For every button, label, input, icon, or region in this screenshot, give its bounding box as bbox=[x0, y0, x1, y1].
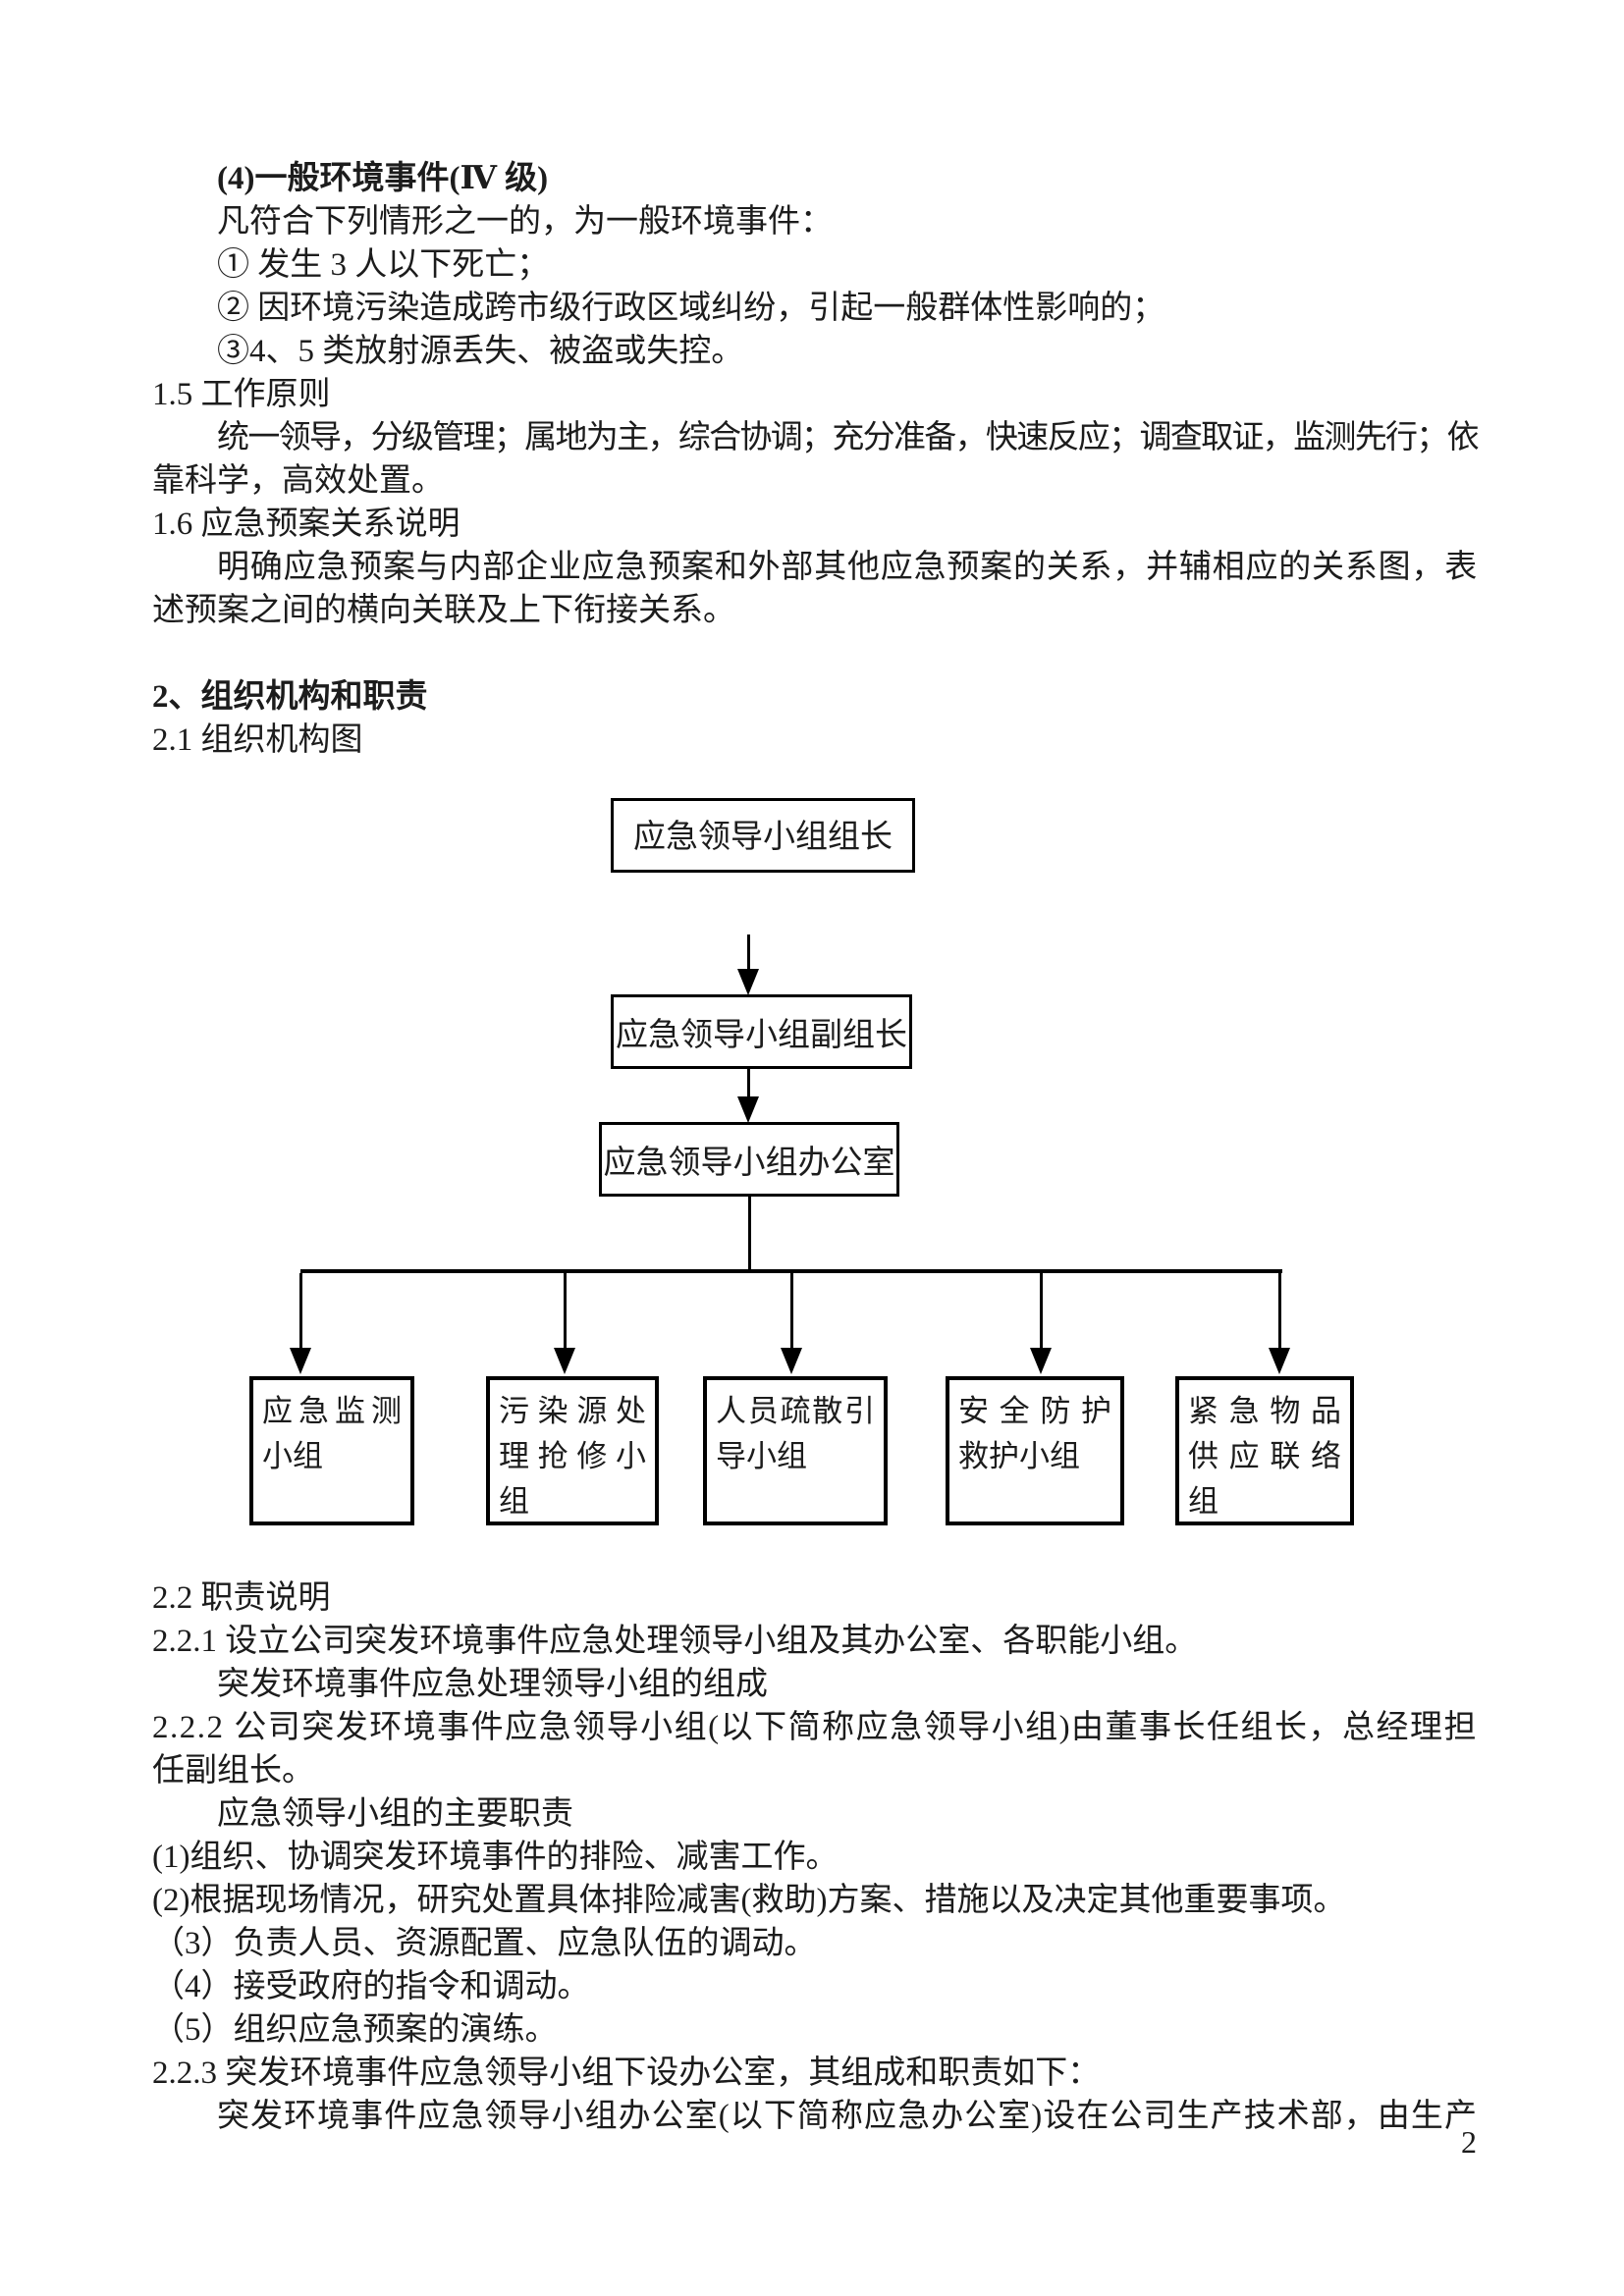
text-line: 突发环境事件应急处理领导小组的组成 bbox=[152, 1663, 1478, 1706]
text-line: (4)一般环境事件(Ⅳ 级) bbox=[152, 157, 1478, 200]
text-line-content: 突发环境事件应急领导小组办公室(以下简称应急办公室)设在公司生产技术部，由生产 bbox=[217, 2099, 1478, 2134]
text-line: （3）负责人员、资源配置、应急队伍的调动。 bbox=[152, 1922, 1478, 1965]
text-line-content: 明确应急预案与内部企业应急预案和外部其他应急预案的关系，并辅相应的关系图，表 bbox=[217, 550, 1478, 585]
text-line-content: 2.2.1 设立公司突发环境事件应急处理领导小组及其办公室、各职能小组。 bbox=[152, 1624, 1198, 1659]
org-box-monitoring-team: 应急监测小组 bbox=[249, 1376, 414, 1525]
text-line-content: 靠科学，高效处置。 bbox=[152, 463, 444, 499]
text-line: 2.1 组织机构图 bbox=[152, 719, 1478, 762]
org-box-leader: 应急领导小组组长 bbox=[611, 798, 915, 873]
text-line-content: 2.2.3 突发环境事件应急领导小组下设办公室，其组成和职责如下： bbox=[152, 2056, 1101, 2091]
connector-line-vertical bbox=[1278, 1273, 1281, 1348]
text-line-content: 2、组织机构和职责 bbox=[152, 679, 428, 715]
text-line: 2、组织机构和职责 bbox=[152, 675, 1478, 719]
text-line: 凡符合下列情形之一的，为一般环境事件： bbox=[152, 200, 1478, 243]
org-box-label-line: 应急监测 bbox=[262, 1394, 402, 1428]
text-line-content: (4)一般环境事件(Ⅳ 级) bbox=[217, 161, 549, 196]
text-block-bottom: 2.2 职责说明 2.2.1 设立公司突发环境事件应急处理领导小组及其办公室、各… bbox=[152, 1576, 1478, 2138]
org-box-leader-label: 应急领导小组组长 bbox=[633, 820, 893, 855]
text-line: 统一领导，分级管理；属地为主，综合协调；充分准备，快速反应；调查取证，监测先行；… bbox=[152, 416, 1480, 459]
text-line: 2.2.3 突发环境事件应急领导小组下设办公室，其组成和职责如下： bbox=[152, 2052, 1478, 2095]
arrow-down-icon bbox=[290, 1348, 311, 1374]
text-line-content: (1)组织、协调突发环境事件的排险、减害工作。 bbox=[152, 1840, 839, 1875]
text-line: 应急领导小组的主要职责 bbox=[152, 1792, 1478, 1836]
text-line-content: 任副组长。 bbox=[152, 1753, 314, 1789]
arrow-down-icon bbox=[737, 1096, 759, 1123]
text-line-content: （5）组织应急预案的演练。 bbox=[152, 2012, 558, 2048]
arrow-down-icon bbox=[737, 969, 759, 995]
text-line: (1)组织、协调突发环境事件的排险、减害工作。 bbox=[152, 1836, 1478, 1879]
text-line: 述预案之间的横向关联及上下衔接关系。 bbox=[152, 589, 1478, 632]
org-box-label-line: 导小组 bbox=[716, 1439, 807, 1473]
org-box-label-line: 紧急物品 bbox=[1188, 1394, 1341, 1428]
text-line: （5）组织应急预案的演练。 bbox=[152, 2008, 1478, 2052]
text-line bbox=[152, 632, 1478, 675]
connector-line-vertical bbox=[790, 1273, 793, 1348]
connector-line-vertical bbox=[747, 1069, 750, 1100]
text-line-content: （3）负责人员、资源配置、应急队伍的调动。 bbox=[152, 1926, 817, 1961]
org-box-label-line: 供应联络 bbox=[1188, 1439, 1341, 1473]
connector-line-vertical bbox=[564, 1273, 567, 1348]
org-box-office: 应急领导小组办公室 bbox=[599, 1122, 899, 1197]
text-line-content: 1.5 工作原则 bbox=[152, 377, 331, 412]
text-line: 明确应急预案与内部企业应急预案和外部其他应急预案的关系，并辅相应的关系图，表 bbox=[152, 546, 1478, 589]
text-line: 2.2 职责说明 bbox=[152, 1576, 1478, 1620]
text-line: (2)根据现场情况，研究处置具体排险减害(救助)方案、措施以及决定其他重要事项。 bbox=[152, 1879, 1478, 1922]
text-line: 任副组长。 bbox=[152, 1749, 1478, 1792]
page-number: 2 bbox=[1461, 2124, 1477, 2160]
text-block-top: (4)一般环境事件(Ⅳ 级) 凡符合下列情形之一的，为一般环境事件： ① 发生 … bbox=[152, 157, 1480, 762]
text-line: 2.2.1 设立公司突发环境事件应急处理领导小组及其办公室、各职能小组。 bbox=[152, 1620, 1478, 1663]
org-box-evacuation-team: 人员疏散引导小组 bbox=[703, 1376, 888, 1525]
connector-line-vertical bbox=[1040, 1273, 1043, 1348]
text-line-content: 应急领导小组的主要职责 bbox=[217, 1796, 573, 1832]
org-box-label-line: 救护小组 bbox=[958, 1439, 1080, 1473]
text-line: ① 发生 3 人以下死亡； bbox=[152, 243, 1478, 287]
org-box-deputy-leader: 应急领导小组副组长 bbox=[611, 994, 912, 1069]
text-line: ③4、5 类放射源丢失、被盗或失控。 bbox=[152, 330, 1478, 373]
text-line-content: (2)根据现场情况，研究处置具体排险减害(救助)方案、措施以及决定其他重要事项。 bbox=[152, 1883, 1346, 1918]
connector-line-vertical bbox=[747, 934, 750, 974]
text-line-content: （4）接受政府的指令和调动。 bbox=[152, 1969, 590, 2004]
org-box-label-line: 污染源处 bbox=[499, 1394, 646, 1428]
org-box-pollution-repair-team: 污染源处理抢修小组 bbox=[486, 1376, 659, 1525]
org-box-supplies-liaison-team: 紧急物品供应联络组 bbox=[1175, 1376, 1354, 1525]
text-line: 1.6 应急预案关系说明 bbox=[152, 503, 1478, 546]
org-box-office-label: 应急领导小组办公室 bbox=[603, 1146, 895, 1181]
text-line-content: 统一领导，分级管理；属地为主，综合协调；充分准备，快速反应；调查取证，监测先行；… bbox=[217, 420, 1480, 455]
org-box-label-line: 小组 bbox=[262, 1439, 323, 1473]
text-line: 靠科学，高效处置。 bbox=[152, 459, 1478, 503]
org-box-label-line: 理抢修小 bbox=[499, 1439, 646, 1473]
text-line-content: ② 因环境污染造成跨市级行政区域纠纷，引起一般群体性影响的； bbox=[217, 291, 1165, 326]
text-line-content: 1.6 应急预案关系说明 bbox=[152, 507, 460, 542]
connector-line-horizontal bbox=[300, 1269, 1282, 1273]
text-line-content: ③4、5 类放射源丢失、被盗或失控。 bbox=[217, 334, 744, 369]
text-line: （4）接受政府的指令和调动。 bbox=[152, 1965, 1478, 2008]
text-line: 突发环境事件应急领导小组办公室(以下简称应急办公室)设在公司生产技术部，由生产 bbox=[152, 2095, 1478, 2138]
text-line: ② 因环境污染造成跨市级行政区域纠纷，引起一般群体性影响的； bbox=[152, 287, 1478, 330]
arrow-down-icon bbox=[1269, 1348, 1290, 1374]
org-box-deputy-leader-label: 应急领导小组副组长 bbox=[616, 1018, 907, 1053]
connector-line-vertical bbox=[748, 1197, 751, 1271]
text-line-content: ① 发生 3 人以下死亡； bbox=[217, 247, 550, 283]
text-line: 1.5 工作原则 bbox=[152, 373, 1478, 416]
text-line-content: 2.2.2 公司突发环境事件应急领导小组(以下简称应急领导小组)由董事长任组长，… bbox=[152, 1710, 1478, 1745]
org-box-label-line: 组 bbox=[1188, 1484, 1218, 1519]
arrow-down-icon bbox=[781, 1348, 802, 1374]
connector-line-vertical bbox=[299, 1273, 302, 1348]
text-line-content: 2.2 职责说明 bbox=[152, 1580, 331, 1616]
org-box-safety-rescue-team: 安全防护救护小组 bbox=[946, 1376, 1124, 1525]
text-line-content: 凡符合下列情形之一的，为一般环境事件： bbox=[217, 204, 833, 240]
text-line-content: 突发环境事件应急处理领导小组的组成 bbox=[217, 1667, 768, 1702]
text-line-content: 述预案之间的横向关联及上下衔接关系。 bbox=[152, 593, 735, 628]
arrow-down-icon bbox=[1030, 1348, 1052, 1374]
org-box-label-line: 组 bbox=[499, 1484, 529, 1519]
org-box-label-line: 人员疏散引 bbox=[716, 1394, 875, 1428]
org-box-label-line: 安全防护 bbox=[958, 1394, 1111, 1428]
text-line-content: 2.1 组织机构图 bbox=[152, 722, 363, 758]
arrow-down-icon bbox=[554, 1348, 575, 1374]
text-line: 2.2.2 公司突发环境事件应急领导小组(以下简称应急领导小组)由董事长任组长，… bbox=[152, 1706, 1478, 1749]
